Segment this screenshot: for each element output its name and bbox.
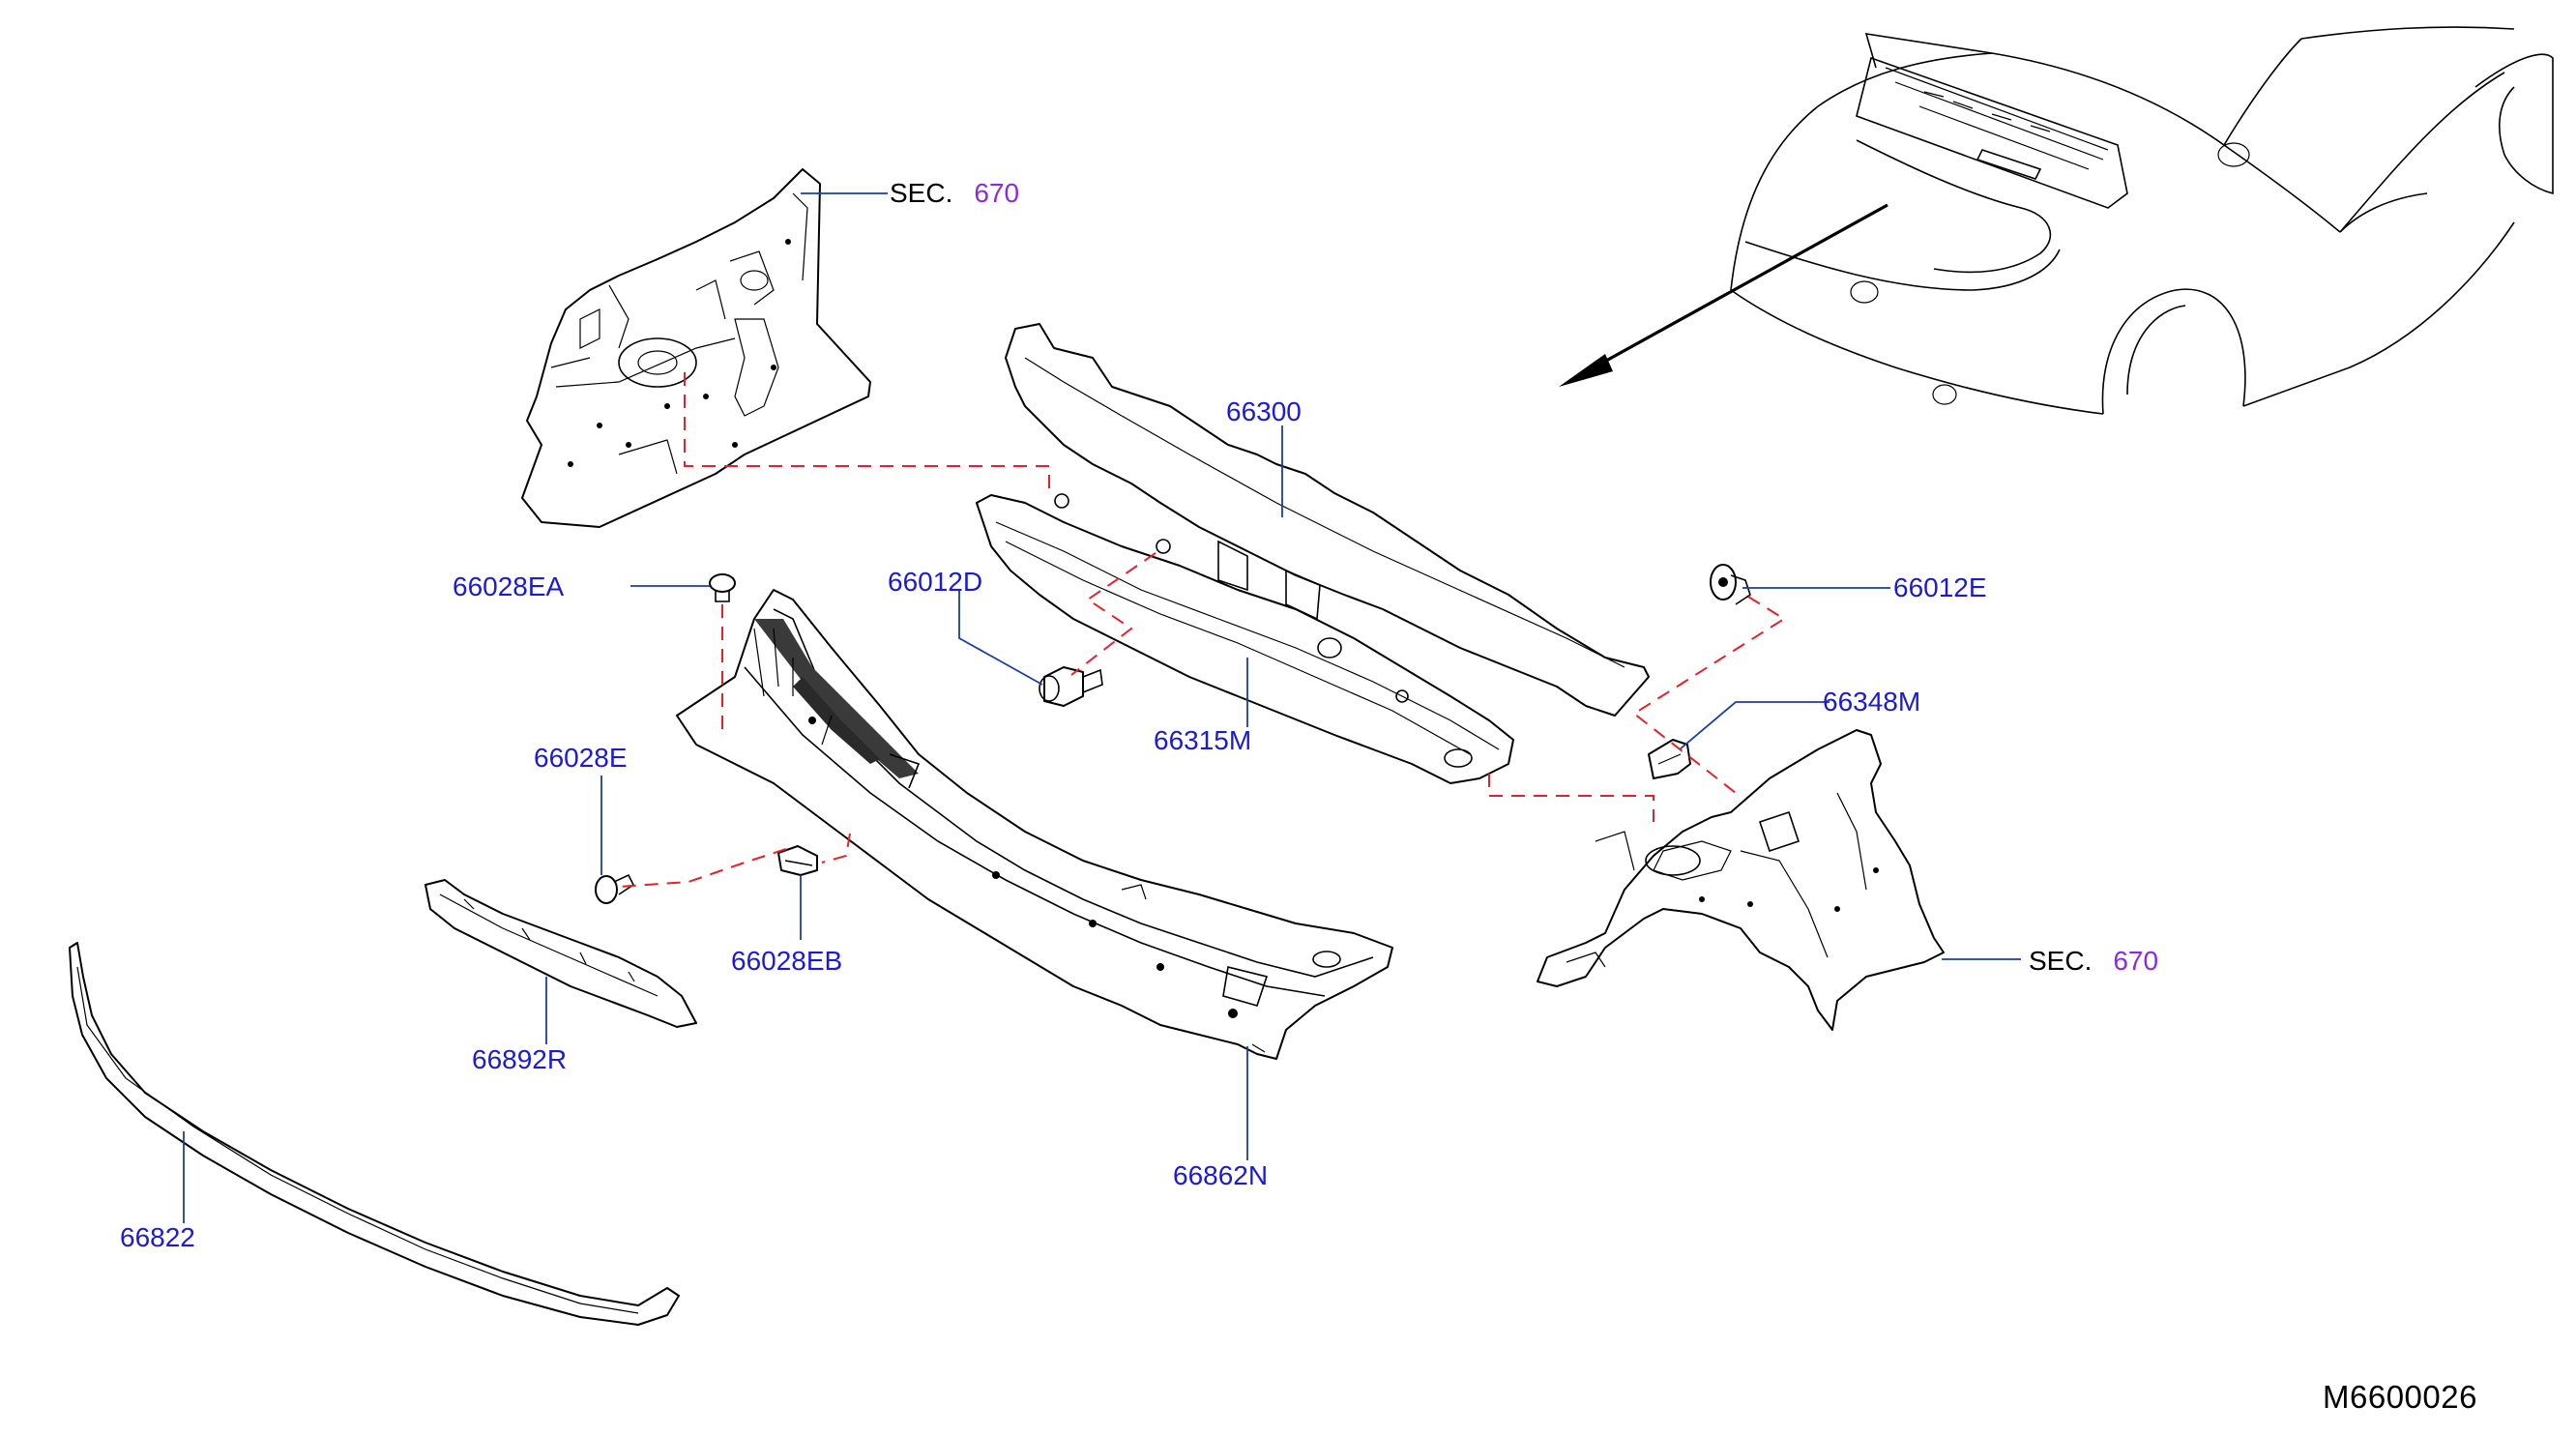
seal-strip-66892r — [424, 879, 697, 1028]
callout-66012e: 66012E — [1893, 572, 1987, 602]
callout-66028ea: 66028EA — [453, 571, 565, 601]
cowl-member-66315m — [976, 493, 1514, 784]
sec-ref-top-prefix: SEC. — [890, 178, 953, 208]
clip-66012e — [1710, 564, 1751, 605]
left-cowl-side-panel — [521, 168, 871, 528]
callout-66315m: 66315M — [1154, 725, 1252, 755]
leader-66348m — [1679, 701, 1830, 750]
sec-ref-bottom-number: 670 — [2113, 946, 2159, 976]
clip-66028eb — [777, 845, 818, 876]
sec-ref-top: SEC. 670 — [890, 180, 1019, 207]
callout-66892r: 66892R — [472, 1044, 568, 1074]
seal-strip-66822 — [69, 942, 680, 1326]
cowl-top-seal-66300 — [1005, 323, 1650, 717]
sec-ref-top-number: 670 — [974, 178, 1020, 208]
cowl-top-66862n — [676, 589, 1393, 1060]
sec-ref-bottom: SEC. 670 — [2029, 948, 2158, 975]
leader-66012d — [958, 590, 1043, 686]
callout-66862n: 66862N — [1173, 1160, 1269, 1190]
right-cowl-side-panel — [1537, 729, 1945, 1031]
callout-66012d: 66012D — [888, 567, 983, 597]
callout-66822: 66822 — [120, 1222, 195, 1252]
clip-66028ea — [709, 573, 736, 602]
bolt-66012d — [1039, 666, 1103, 707]
clip-66028e — [595, 873, 635, 904]
sec-ref-bottom-prefix: SEC. — [2029, 946, 2093, 976]
callout-66348m: 66348M — [1823, 687, 1921, 717]
callout-66300: 66300 — [1226, 396, 1302, 426]
connector-lines — [618, 372, 1786, 888]
drawing-id: M6600026 — [2323, 1379, 2477, 1415]
vehicle-overview-illustration — [1559, 26, 2554, 415]
callout-66028e: 66028E — [534, 743, 628, 773]
callout-66028eb: 66028EB — [731, 946, 843, 976]
